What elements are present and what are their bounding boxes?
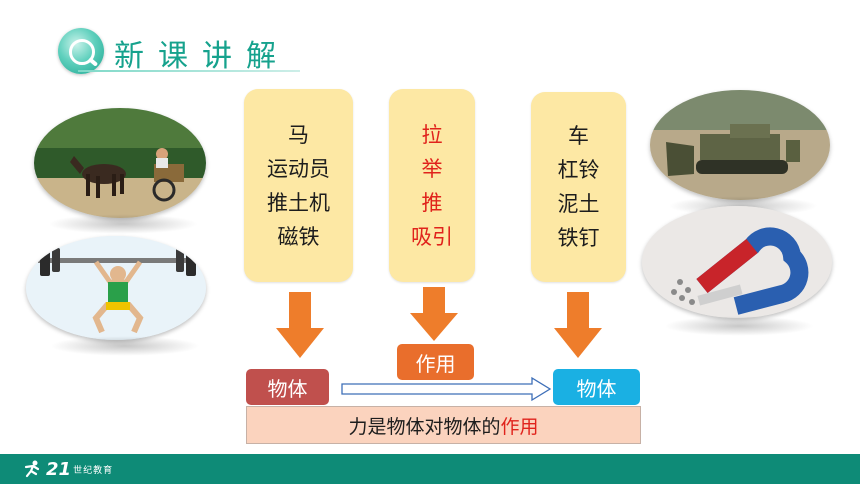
action-card: 拉 举 推 吸引	[389, 89, 475, 282]
conclusion-box: 力是物体对物体的作用	[246, 406, 641, 444]
search-magnifier-icon	[58, 28, 104, 74]
card-item: 马	[288, 122, 309, 147]
card-item: 铁钉	[557, 226, 600, 250]
card-item: 车	[568, 124, 589, 148]
horse-cart-image	[34, 108, 206, 218]
card-item: 吸引	[411, 224, 453, 249]
object-card: 车 杠铃 泥土 铁钉	[531, 92, 626, 282]
card-item: 杠铃	[557, 158, 600, 182]
conclusion-text: 力是物体对物体的	[348, 415, 501, 438]
magnet-image	[642, 206, 832, 318]
footer-bar	[0, 454, 860, 484]
page-title: 新课讲解	[114, 39, 290, 74]
bulldozer-image	[650, 90, 830, 200]
card-item: 推	[421, 190, 443, 215]
card-item: 磁铁	[277, 224, 320, 249]
card-item: 拉	[421, 122, 443, 147]
action-box: 作用	[397, 344, 474, 380]
image-shadow	[50, 336, 200, 356]
logo-text: 世纪教育	[73, 465, 114, 476]
image-shadow	[48, 214, 198, 234]
card-item: 运动员	[267, 156, 330, 181]
subject-card: 马 运动员 推土机 磁铁	[244, 89, 353, 282]
card-item: 举	[421, 156, 443, 181]
weightlifter-image	[26, 236, 206, 340]
image-shadow	[664, 316, 814, 336]
card-item: 泥土	[557, 192, 600, 216]
conclusion-highlight: 作用	[500, 415, 539, 438]
runner-logo-icon	[24, 460, 40, 478]
card-item: 推土机	[267, 190, 330, 215]
target-object-box: 物体	[553, 369, 640, 405]
right-arrow-icon	[341, 376, 552, 402]
down-arrow-icon	[554, 292, 602, 362]
down-arrow-icon	[276, 292, 324, 362]
logo: 21 世纪教育	[22, 458, 113, 480]
logo-number: 21	[46, 458, 72, 480]
down-arrow-icon	[410, 287, 458, 343]
title-underline	[78, 70, 300, 72]
subject-object-box: 物体	[246, 369, 329, 405]
